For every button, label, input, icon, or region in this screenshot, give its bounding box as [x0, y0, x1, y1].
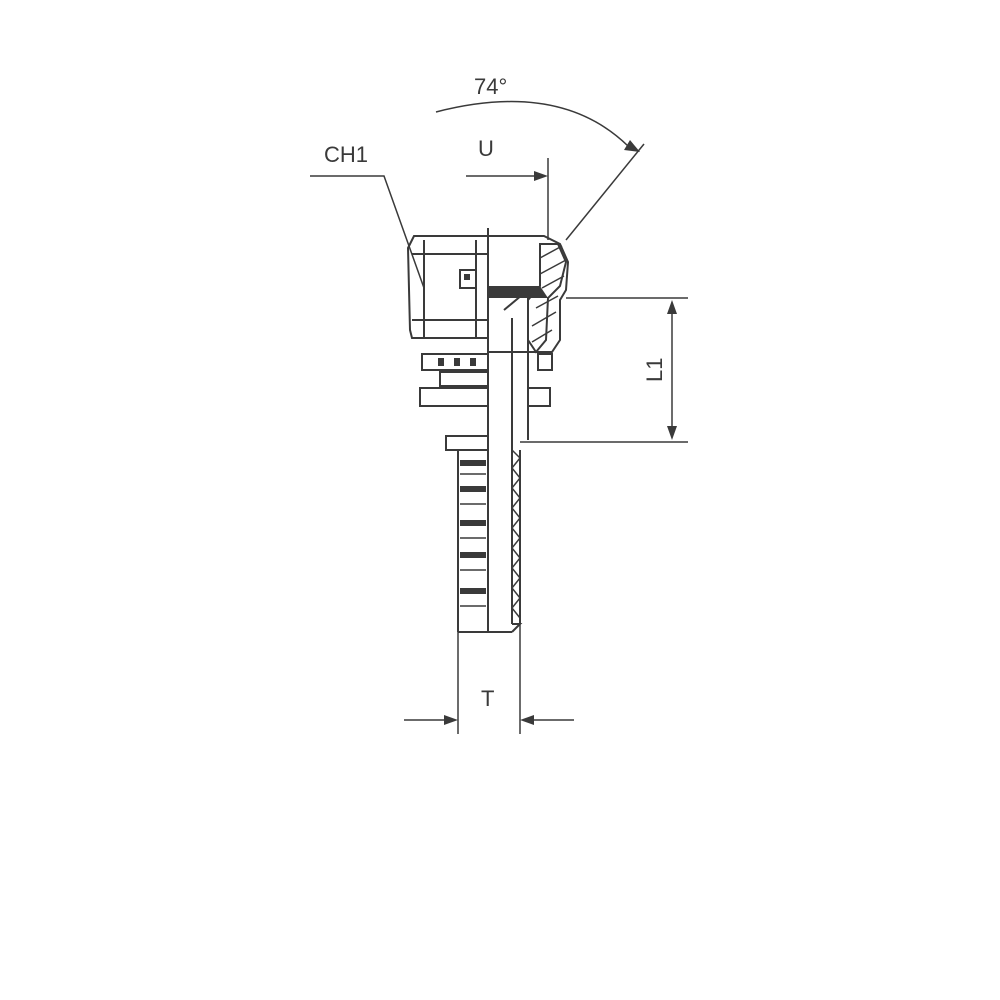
- l1-arrowhead-top: [667, 300, 677, 314]
- tail-tip: [511, 623, 523, 633]
- t-arrowhead-right: [520, 715, 534, 725]
- nut-hatch-6: [531, 329, 553, 343]
- hex-leader-line: [310, 175, 425, 289]
- hose-tail: [445, 435, 523, 633]
- nut-hatch-1: [539, 245, 563, 259]
- collar: [419, 353, 553, 407]
- angle-extension-line: [565, 143, 645, 241]
- nut-lock-fill: [464, 274, 470, 280]
- collar-notch-1: [438, 358, 444, 366]
- tail-rib-5: [460, 588, 486, 594]
- angle-label: 74°: [474, 74, 507, 99]
- collar-notch-2: [454, 358, 460, 366]
- collar-ring-right: [537, 353, 553, 371]
- l1-dimension: L1: [520, 297, 688, 443]
- angle-arc-arrowhead: [624, 140, 640, 152]
- stem-bevel: [503, 287, 529, 440]
- angle-dimension: 74°: [435, 74, 645, 241]
- collar-flange-right: [527, 387, 551, 407]
- t-label: T: [481, 686, 494, 711]
- tail-shoulder: [445, 435, 489, 451]
- nut-hatch-3: [541, 275, 565, 289]
- hex-leader: CH1: [310, 142, 425, 289]
- t-dimension: T: [404, 624, 574, 734]
- t-arrowhead-left: [444, 715, 458, 725]
- u-arrowhead: [534, 171, 548, 181]
- angle-arc: [435, 100, 629, 147]
- nut-outline: [406, 235, 570, 353]
- u-label: U: [478, 136, 494, 161]
- tail-serration: [511, 449, 522, 619]
- nut-hatch-5: [531, 311, 557, 327]
- nut-lock-detail: [459, 269, 477, 289]
- nut-hatch-4: [535, 295, 559, 309]
- hex-label: CH1: [324, 142, 368, 167]
- tail-rib-2: [460, 486, 486, 492]
- tail-rib-3: [460, 520, 486, 526]
- u-dimension: U: [466, 136, 549, 240]
- stem: [487, 287, 529, 440]
- collar-flange: [419, 387, 489, 407]
- l1-arrowhead-bottom: [667, 426, 677, 440]
- tail-rib-1: [460, 460, 486, 466]
- collar-notch-3: [470, 358, 476, 366]
- nut-section-outline: [527, 243, 568, 354]
- collar-band: [439, 371, 489, 387]
- nut-hatch-2: [539, 259, 567, 275]
- tail-rib-4: [460, 552, 486, 558]
- l1-label: L1: [642, 358, 667, 382]
- hex-nut: [406, 228, 570, 354]
